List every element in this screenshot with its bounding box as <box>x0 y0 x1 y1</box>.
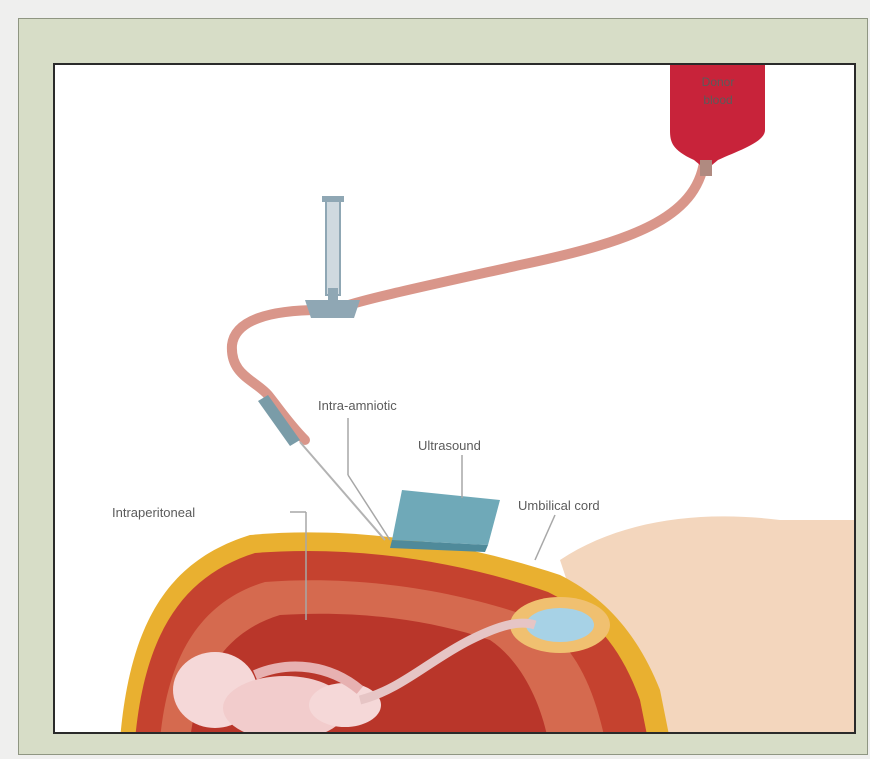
placenta-inner <box>526 608 594 642</box>
ultrasound-probe <box>392 490 500 545</box>
bag-port <box>700 160 712 176</box>
label-intraperitoneal: Intraperitoneal <box>112 505 195 520</box>
label-intra-amniotic: Intra-amniotic <box>318 398 397 413</box>
needle <box>300 442 385 540</box>
label-ultrasound: Ultrasound <box>418 438 481 453</box>
label-umbilical-cord: Umbilical cord <box>518 498 600 513</box>
bag-label-line2: blood <box>703 93 732 107</box>
bag-label-line1: Donor <box>702 75 735 89</box>
transfusion-tubing <box>340 155 705 308</box>
